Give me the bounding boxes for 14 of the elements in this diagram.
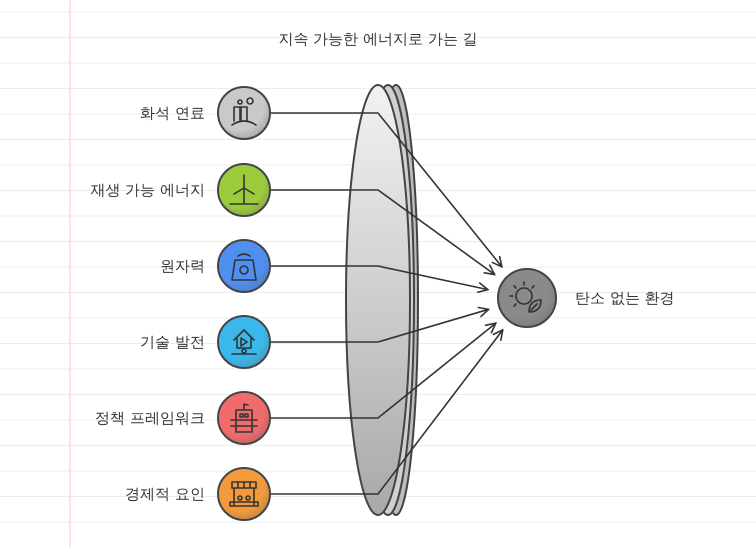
arrow (271, 112, 503, 268)
node-label: 경제적 요인 (125, 484, 205, 504)
diagram-title: 지속 가능한 에너지로 가는 길 (277, 30, 479, 49)
node-label: 원자력 (160, 256, 205, 276)
arrow (271, 329, 504, 495)
arrow (271, 265, 489, 294)
node-label: 화석 연료 (140, 103, 205, 123)
node-label: 재생 가능 에너지 (90, 180, 205, 200)
node-label: 정책 프레임워크 (95, 408, 205, 428)
arrow (271, 189, 496, 276)
node-label: 탄소 없는 환경 (575, 288, 675, 308)
node-label: 기술 발전 (140, 332, 205, 352)
arrow (271, 322, 497, 419)
arrow (271, 306, 490, 343)
